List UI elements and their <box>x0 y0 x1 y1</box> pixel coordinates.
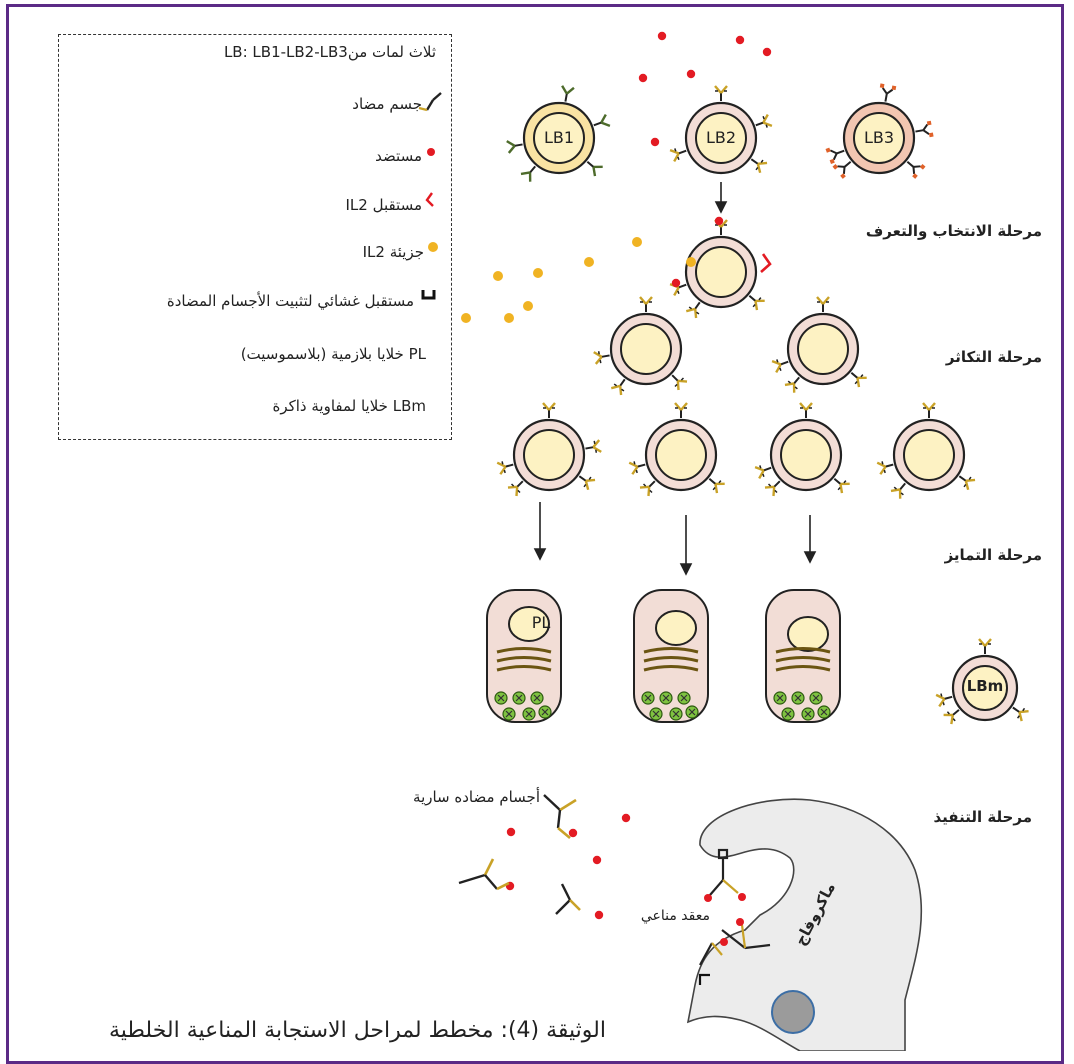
cell-lb3-antibody <box>876 82 898 104</box>
membrane-receptor-icon <box>421 290 436 300</box>
cell-proliferating-2-antibody <box>770 354 792 374</box>
free-antibodies <box>458 794 581 915</box>
il2-molecules <box>461 237 696 323</box>
cell-label-lb3: LB3 <box>863 128 895 147</box>
legend-box <box>58 34 452 440</box>
stage-execution: مرحلة التنفيذ <box>933 808 1032 826</box>
legend-title: ثلاث لمات منLB: LB1-LB2-LB3 <box>223 43 436 61</box>
cell-label-lb2: LB2 <box>705 128 737 147</box>
macrophage-nucleus <box>771 990 815 1034</box>
antigen-dots <box>505 31 772 920</box>
cell-clone-2-antibody <box>673 401 689 420</box>
legend-il2-receptor: مستقبل IL2 <box>345 196 422 214</box>
cell-lb2-antibody <box>752 113 774 133</box>
plasma-cell-3 <box>765 589 841 723</box>
cell-lb2-antibody <box>668 143 690 163</box>
stage-selection: مرحلة الانتخاب والتعرف <box>865 222 1042 240</box>
legend-icons <box>418 92 442 300</box>
il2-molecule-icon <box>428 242 438 252</box>
arrow-to-plasma-1 <box>533 548 547 561</box>
cell-lb1-antibody <box>505 137 525 155</box>
legend-antibody: جسم مضاد <box>352 95 422 113</box>
cell-clone-1-antibody <box>583 438 603 456</box>
arrow-to-il2 <box>714 201 728 214</box>
immune-complex-graphics <box>698 848 771 985</box>
cell-proliferating-2-antibody <box>815 295 831 314</box>
cell-clone-2-antibody <box>628 457 649 476</box>
arrows <box>533 182 817 576</box>
cell-clone-4-antibody <box>921 401 937 420</box>
cell-lbm <box>951 654 1019 722</box>
cell-lb2 <box>684 101 758 175</box>
label-circulating-antibodies: أجسام مضاده سارية <box>413 788 540 806</box>
cell-lb3-antibody <box>824 142 848 165</box>
legend-antigen: مستضد <box>375 147 422 165</box>
legend-membrane-receptor: مستقبل غشائي لتثبيت الأجسام المضادة <box>166 292 414 310</box>
antigen-icon <box>427 148 435 156</box>
arrow-to-plasma-3 <box>803 551 817 564</box>
stage-differentiation: مرحلة التمايز <box>944 546 1042 564</box>
macrophage <box>686 798 923 1051</box>
cell-clone-4 <box>892 418 966 492</box>
cell-lb3 <box>842 101 916 175</box>
cell-lb1-antibody <box>590 113 612 133</box>
plasma-cell-1 <box>486 589 562 723</box>
plasma-cell-2 <box>633 589 709 723</box>
legend-plasma-cell: PL خلايا بلازمية (بلاسموسيت) <box>240 345 426 363</box>
arrow-to-plasma-2 <box>679 563 693 576</box>
cell-clone-3 <box>769 418 843 492</box>
cell-label-lb1: LB1 <box>543 128 575 147</box>
cell-label-lbm: LBm <box>966 677 1004 695</box>
cell-lbm-antibody <box>934 689 955 708</box>
cell-clone-3-antibody <box>753 460 775 480</box>
cell-label-pl: PL <box>531 613 551 632</box>
cell-lb2-antibody <box>713 84 729 103</box>
cell-activated <box>684 235 758 309</box>
cell-lbm-antibody <box>977 637 993 656</box>
document-caption: الوثيقة (4): مخطط لمراحل الاستجابة المنا… <box>108 1018 606 1043</box>
cell-clone-1-antibody <box>541 401 557 420</box>
cell-proliferating-2 <box>786 312 860 386</box>
label-immune-complex: معقد مناعي <box>640 908 710 924</box>
cell-proliferating-1-antibody <box>638 295 654 314</box>
legend-memory-cell: LBm خلايا لمفاوية ذاكرة <box>272 397 426 415</box>
stage-proliferation: مرحلة التكاثر <box>945 348 1042 366</box>
cell-lb3-antibody <box>913 119 935 141</box>
cell-proliferating-1 <box>609 312 683 386</box>
cell-clone-1 <box>512 418 586 492</box>
legend-il2: جزيئة IL2 <box>362 243 424 261</box>
cell-lb1-antibody <box>558 84 576 104</box>
cell-clone-1-antibody <box>496 457 517 476</box>
il2-receptor-icon <box>425 192 434 207</box>
cell-clone-2 <box>644 418 718 492</box>
cell-clone-3-antibody <box>798 401 814 420</box>
cell-clone-4-antibody <box>876 457 897 476</box>
cell-lb1 <box>522 101 596 175</box>
cell-proliferating-1-antibody <box>592 348 612 366</box>
il2-receptor-on-cell <box>760 253 772 273</box>
antibody-icon <box>418 92 442 112</box>
